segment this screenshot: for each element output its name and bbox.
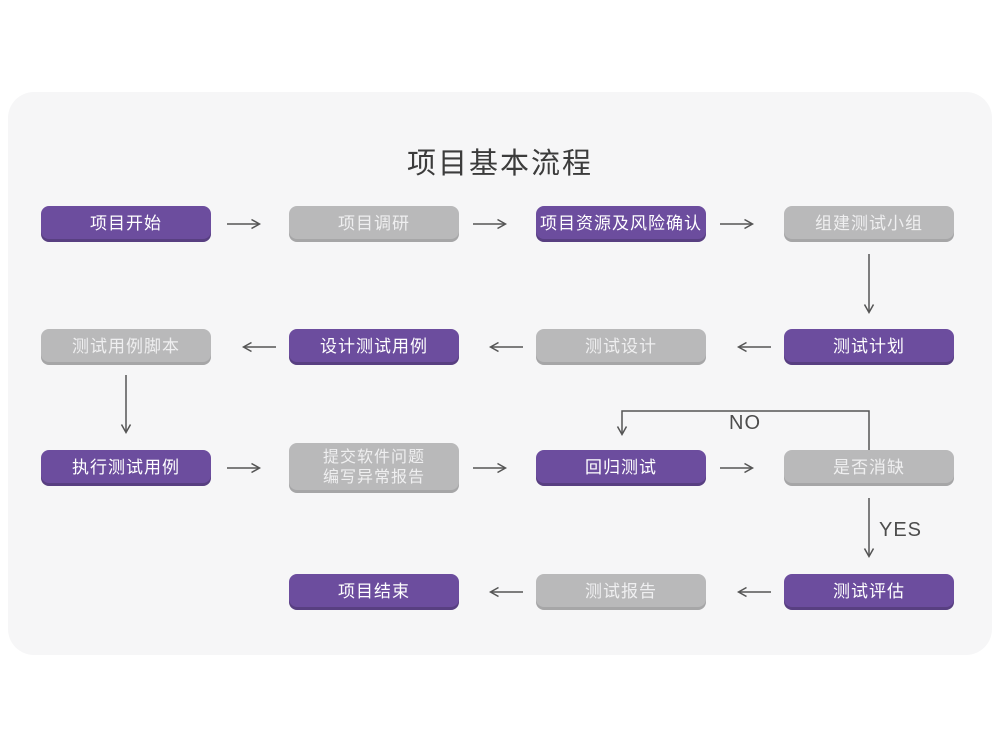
node-test-evaluate: 测试评估 <box>784 574 954 610</box>
flowchart-panel <box>8 92 992 655</box>
edge-label-no: NO <box>729 412 761 434</box>
node-test-design: 测试设计 <box>536 329 706 365</box>
node-project-start: 项目开始 <box>41 206 211 242</box>
node-submit-issues-report: 提交软件问题 编写异常报告 <box>289 443 459 493</box>
node-project-research: 项目调研 <box>289 206 459 242</box>
edge-label-yes: YES <box>879 519 923 541</box>
node-defect-cleared: 是否消缺 <box>784 450 954 486</box>
node-build-test-team: 组建测试小组 <box>784 206 954 242</box>
node-test-case-script: 测试用例脚本 <box>41 329 211 365</box>
node-test-report: 测试报告 <box>536 574 706 610</box>
node-regression-test: 回归测试 <box>536 450 706 486</box>
node-test-plan: 测试计划 <box>784 329 954 365</box>
node-risk-confirm: 项目资源及风险确认 <box>536 206 706 242</box>
node-execute-test-cases: 执行测试用例 <box>41 450 211 486</box>
node-project-end: 项目结束 <box>289 574 459 610</box>
node-design-test-cases: 设计测试用例 <box>289 329 459 365</box>
page-title: 项目基本流程 <box>406 148 593 180</box>
